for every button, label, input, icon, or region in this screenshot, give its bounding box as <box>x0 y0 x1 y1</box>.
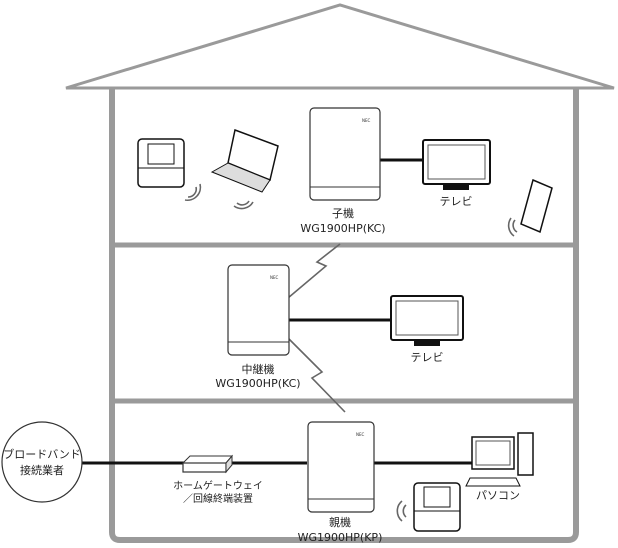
svg-text:テレビ: テレビ <box>411 351 444 364</box>
svg-text:NEC: NEC <box>270 275 279 280</box>
svg-text:ホームゲートウェイ: ホームゲートウェイ <box>173 480 263 492</box>
game-console-top <box>137 138 202 202</box>
tv-top: テレビ <box>422 139 491 208</box>
svg-text:WG1900HP(KC): WG1900HP(KC) <box>300 222 385 235</box>
tv-middle: テレビ <box>390 295 464 364</box>
tablet <box>507 178 553 237</box>
game-console-bottom <box>396 482 461 532</box>
house-roof <box>65 3 615 90</box>
house-walls <box>109 88 579 543</box>
svg-text:ブロードバンド: ブロードバンド <box>3 447 81 461</box>
svg-text:パソコン: パソコン <box>476 489 520 502</box>
router-repeater: NEC 中継機 WG1900HP(KC) <box>215 264 301 390</box>
svg-text:中継機: 中継機 <box>242 362 275 376</box>
svg-text:WG1900HP(KP): WG1900HP(KP) <box>298 531 383 544</box>
svg-text:WG1900HP(KC): WG1900HP(KC) <box>215 377 300 390</box>
wireless-link-icon <box>287 243 341 299</box>
svg-text:接続業者: 接続業者 <box>20 463 64 477</box>
router-child: NEC 子機 WG1900HP(KC) <box>300 107 386 235</box>
svg-text:NEC: NEC <box>356 432 365 437</box>
svg-text:子機: 子機 <box>332 206 354 220</box>
svg-text:親機: 親機 <box>329 515 351 529</box>
svg-text:テレビ: テレビ <box>440 195 473 208</box>
laptop <box>210 128 279 210</box>
pc: パソコン <box>465 432 534 502</box>
svg-text:NEC: NEC <box>362 118 371 123</box>
svg-text:／回線終端装置: ／回線終端装置 <box>183 492 253 505</box>
gateway-device: ホームゲートウェイ ／回線終端装置 <box>173 454 263 505</box>
wireless-link-icon <box>287 337 346 413</box>
router-parent: NEC 親機 WG1900HP(KP) <box>298 421 383 544</box>
provider: ブロードバンド 接続業者 <box>1 421 83 503</box>
